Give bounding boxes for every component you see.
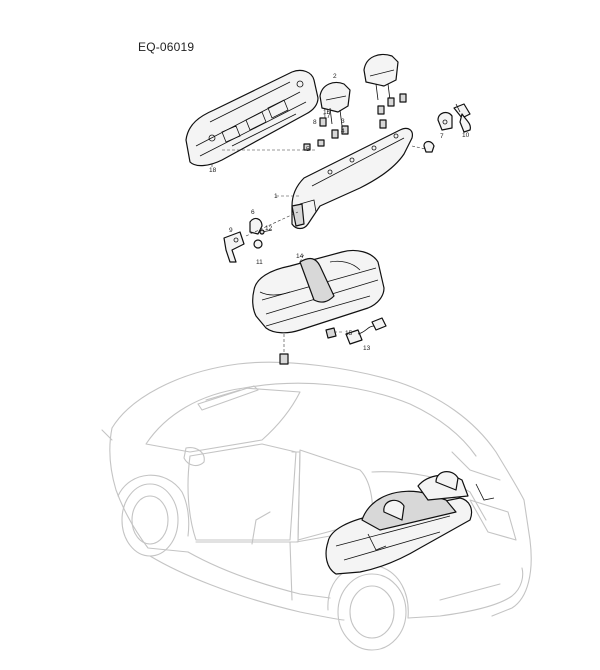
callout-15: 15: [345, 330, 353, 337]
vehicle-outline: [101, 361, 532, 651]
callout-1: 1: [274, 193, 278, 200]
part-15-clip: [325, 327, 337, 339]
part-1-backrest-frame: [291, 127, 413, 230]
part-13-connector: [345, 317, 387, 345]
diagram-title: EQ-06019: [138, 40, 195, 54]
part-2-headrest-left: [319, 81, 351, 127]
part-11-bushing: [253, 239, 263, 249]
callout-2: 2: [333, 73, 337, 80]
installed-rear-seat: [325, 471, 495, 575]
headrest-guides: [303, 93, 407, 151]
callout-9: 9: [229, 227, 233, 234]
part-10-hinge: [453, 103, 471, 133]
callout-6: 6: [251, 209, 255, 216]
callout-17: 17: [323, 113, 331, 120]
callout-18: 18: [209, 167, 217, 174]
callout-11: 11: [256, 259, 263, 266]
callout-12: 12: [265, 225, 273, 232]
callout-7: 7: [440, 133, 444, 140]
callout-13: 13: [363, 345, 371, 352]
part-14-seat-cushion: [252, 249, 385, 334]
bottom-clip: [279, 334, 289, 365]
part-18-backrest-panel: [185, 69, 319, 167]
callout-14: 14: [296, 253, 304, 260]
part-7-hinge: [423, 111, 453, 153]
callout-labels: 1 2 3 4 5 6 7 8 9 10 11 12 13 14 15 16 1…: [209, 73, 470, 352]
part-6-bracket: [249, 217, 263, 235]
callout-8: 8: [313, 119, 317, 126]
part-12-bolt: [259, 229, 273, 235]
callout-10: 10: [462, 132, 470, 139]
callout-4: 4: [341, 128, 345, 135]
callout-16: 16: [323, 109, 331, 116]
callout-3: 3: [341, 118, 345, 125]
callout-5: 5: [306, 146, 310, 153]
part-2-headrest-right: [363, 53, 399, 101]
part-9-hinge: [223, 231, 245, 263]
